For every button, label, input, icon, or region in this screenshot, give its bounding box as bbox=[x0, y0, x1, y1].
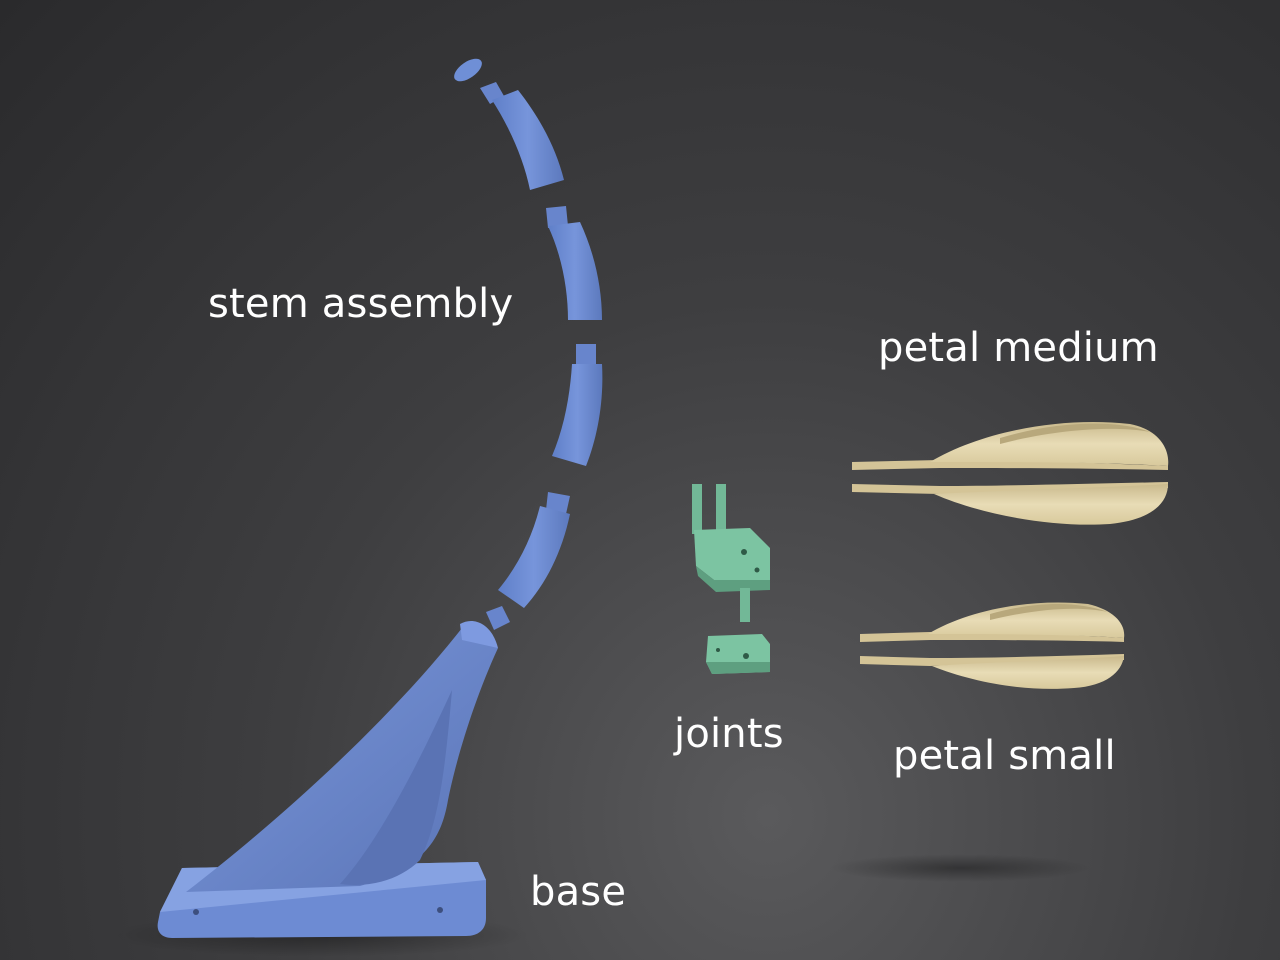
label-petal-medium: petal medium bbox=[878, 325, 1159, 371]
stem-tip-cap bbox=[454, 58, 482, 82]
stem-connector bbox=[486, 606, 510, 630]
stem-segment bbox=[546, 206, 602, 320]
label-petal-small: petal small bbox=[893, 733, 1116, 779]
label-base: base bbox=[530, 869, 627, 915]
floor-shadow bbox=[830, 854, 1090, 882]
petal-medium bbox=[852, 421, 1169, 525]
joints bbox=[692, 484, 770, 674]
stem-assembly bbox=[157, 58, 603, 938]
stem-segment bbox=[498, 492, 570, 608]
joint-lower bbox=[706, 634, 770, 674]
stem-segment bbox=[552, 344, 603, 466]
stem-segment bbox=[480, 82, 564, 190]
label-stem-assembly: stem assembly bbox=[208, 281, 514, 327]
joint-upper bbox=[692, 484, 770, 622]
petal-small bbox=[860, 602, 1125, 689]
label-joints: joints bbox=[674, 711, 784, 757]
stem-base bbox=[157, 621, 498, 938]
